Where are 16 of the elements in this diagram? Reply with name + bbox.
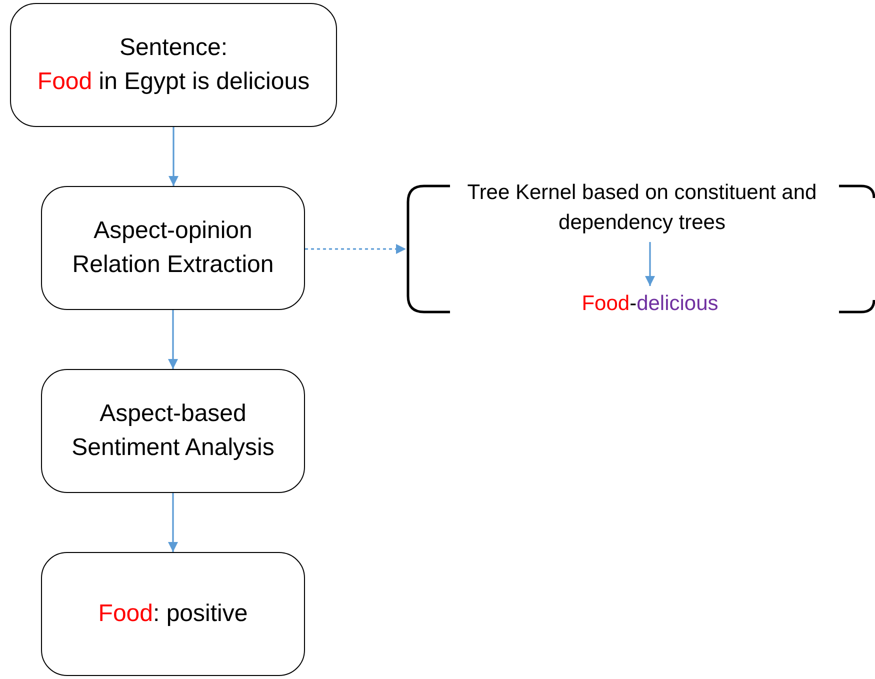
- arrow: [168, 310, 178, 369]
- box-text: Aspect-based Sentiment Analysis: [70, 399, 276, 463]
- node-text: Food-delicious: [540, 288, 760, 320]
- box-text: Food: positive: [98, 599, 248, 630]
- box-text: Aspect-opinion Relation Extraction: [71, 216, 275, 280]
- node-text: Tree Kernel based on constituent and dependency trees: [466, 176, 818, 240]
- process-box: [41, 552, 305, 676]
- box-text: Sentence:: [119, 33, 228, 64]
- process-box: [41, 369, 305, 493]
- arrow: [305, 244, 406, 254]
- process-box: [10, 3, 337, 127]
- box-text: Food in Egypt is delicious: [37, 67, 310, 97]
- process-box: [41, 186, 305, 310]
- arrow: [168, 127, 178, 186]
- arrow: [168, 493, 178, 552]
- arrow: [645, 242, 655, 286]
